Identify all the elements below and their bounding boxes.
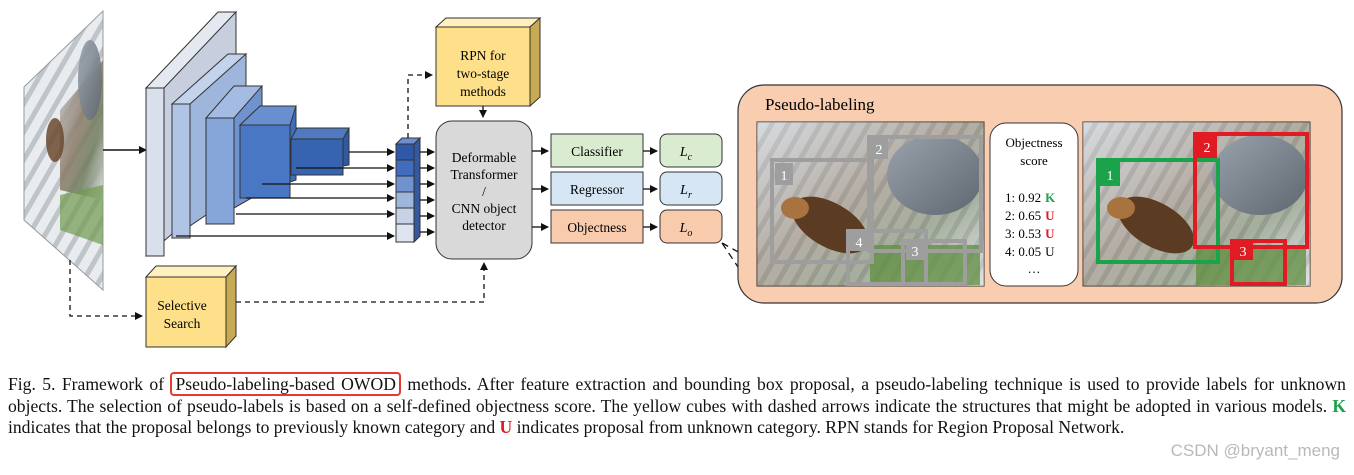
left-box-3-number: 3 <box>912 245 919 260</box>
left-box-1-number: 1 <box>781 169 788 184</box>
caption-prefix: Fig. 5. Framework of <box>8 374 171 394</box>
caption-unknown-tag: U <box>499 417 513 437</box>
left-box-4 <box>846 229 928 286</box>
left-box-3 <box>901 239 967 286</box>
caption-part-1: methods. After feature extraction and bo… <box>8 374 1346 416</box>
feature-arrows <box>176 148 395 240</box>
loss-r-sub: r <box>688 190 692 201</box>
score-4-value: 4: 0.05 <box>1005 244 1041 259</box>
svg-text:1: 0.92K: 1: 0.92 K <box>1005 190 1056 205</box>
pseudo-labeling-title: Pseudo-labeling <box>765 95 875 114</box>
zoom-line-top <box>721 242 743 255</box>
multiscale-token-stack <box>394 136 422 244</box>
caption-highlight: Pseudo-labeling-based OWOD <box>170 372 401 396</box>
svg-text:2: 0.65U: 2: 0.65 U <box>1005 208 1055 223</box>
loss-o-symbol: L <box>679 221 688 236</box>
selective-to-detector-dashed-arrow <box>236 262 488 303</box>
rpn-line-1: RPN for <box>460 48 506 63</box>
selective-line-1: Selective <box>157 298 206 313</box>
token-to-detector-arrows <box>420 148 435 236</box>
loss-r-symbol: L <box>679 183 688 198</box>
svg-text:3: 0.53U: 3: 0.53 U <box>1005 226 1055 241</box>
objectness-head: Objectness <box>550 209 644 244</box>
left-box-4-number: 4 <box>856 236 863 251</box>
score-3-value: 3: 0.53 <box>1005 226 1041 241</box>
left-box-2-number: 2 <box>876 143 883 158</box>
svg-text:Lc: Lc <box>679 145 693 163</box>
detector-line-4: CNN object <box>452 201 517 216</box>
input-image <box>23 9 104 292</box>
left-box-1 <box>770 158 874 264</box>
left-proposal-image: 1 2 3 4 <box>756 121 985 287</box>
score-4-tag: U <box>1045 244 1055 259</box>
score-title-1: Objectness <box>1005 135 1062 150</box>
loss-regressor: Lr <box>659 171 723 206</box>
loss-c-sub: c <box>688 152 693 163</box>
figure-caption: Fig. 5. Framework of Pseudo-labeling-bas… <box>8 372 1346 439</box>
svg-text:Lr: Lr <box>679 183 692 201</box>
rpn-cube: RPN for two-stage methods <box>434 16 542 108</box>
classifier-label: Classifier <box>571 144 623 159</box>
score-3-tag: U <box>1045 226 1055 241</box>
pseudo-labeling-panel: Pseudo-labeling 1 2 3 4 Objectness <box>737 84 1343 304</box>
caption-part-2: indicates that the proposal belongs to p… <box>8 417 500 437</box>
right-box-1-number: 1 <box>1107 169 1114 184</box>
loss-c-symbol: L <box>679 145 688 160</box>
right-box-1-known <box>1096 158 1220 264</box>
svg-text:Lo: Lo <box>679 221 693 239</box>
selective-line-2: Search <box>164 316 201 331</box>
score-1-value: 1: 0.92 <box>1005 190 1041 205</box>
right-box-3-unknown <box>1230 239 1287 286</box>
detector-line-5: detector <box>462 218 506 233</box>
regressor-head: Regressor <box>550 171 644 206</box>
objectness-label: Objectness <box>567 220 626 235</box>
loss-objectness: Lo <box>659 209 723 244</box>
score-1-tag: K <box>1045 190 1056 205</box>
svg-text:4: 0.05U: 4: 0.05 U <box>1005 244 1055 259</box>
backbone-feature-maps <box>144 10 350 258</box>
detector-line-1: Deformable <box>452 150 516 165</box>
watermark: CSDN @bryant_meng <box>1170 441 1340 460</box>
stack-to-rpn-dashed-arrow <box>407 71 433 138</box>
rpn-line-3: methods <box>460 84 506 99</box>
rpn-line-2: two-stage <box>457 66 509 81</box>
score-ellipsis: … <box>1028 261 1041 276</box>
detector-line-2: Transformer <box>451 167 518 182</box>
classifier-head: Classifier <box>550 133 644 168</box>
detector-line-3: / <box>482 184 486 199</box>
right-box-2-number: 2 <box>1204 141 1211 156</box>
right-box-3-number: 3 <box>1240 245 1247 260</box>
regressor-label: Regressor <box>570 182 624 197</box>
loss-o-sub: o <box>687 228 692 239</box>
owod-framework-diagram: RPN for two-stage methods Deformable Tra… <box>23 9 1343 349</box>
caption-part-3: indicates proposal from unknown category… <box>512 417 1125 437</box>
score-title-2: score <box>1020 153 1048 168</box>
score-2-value: 2: 0.65 <box>1005 208 1041 223</box>
loss-classifier: Lc <box>659 133 723 168</box>
detector-block: Deformable Transformer / CNN object dete… <box>435 120 533 260</box>
selective-search-cube: Selective Search <box>144 264 238 349</box>
detector-to-heads-arrows <box>532 147 658 231</box>
score-2-tag: U <box>1045 208 1055 223</box>
caption-known-tag: K <box>1332 395 1346 416</box>
image-to-selective-dashed-arrow <box>69 260 143 320</box>
right-labeled-image: 1 2 3 <box>1082 121 1311 287</box>
